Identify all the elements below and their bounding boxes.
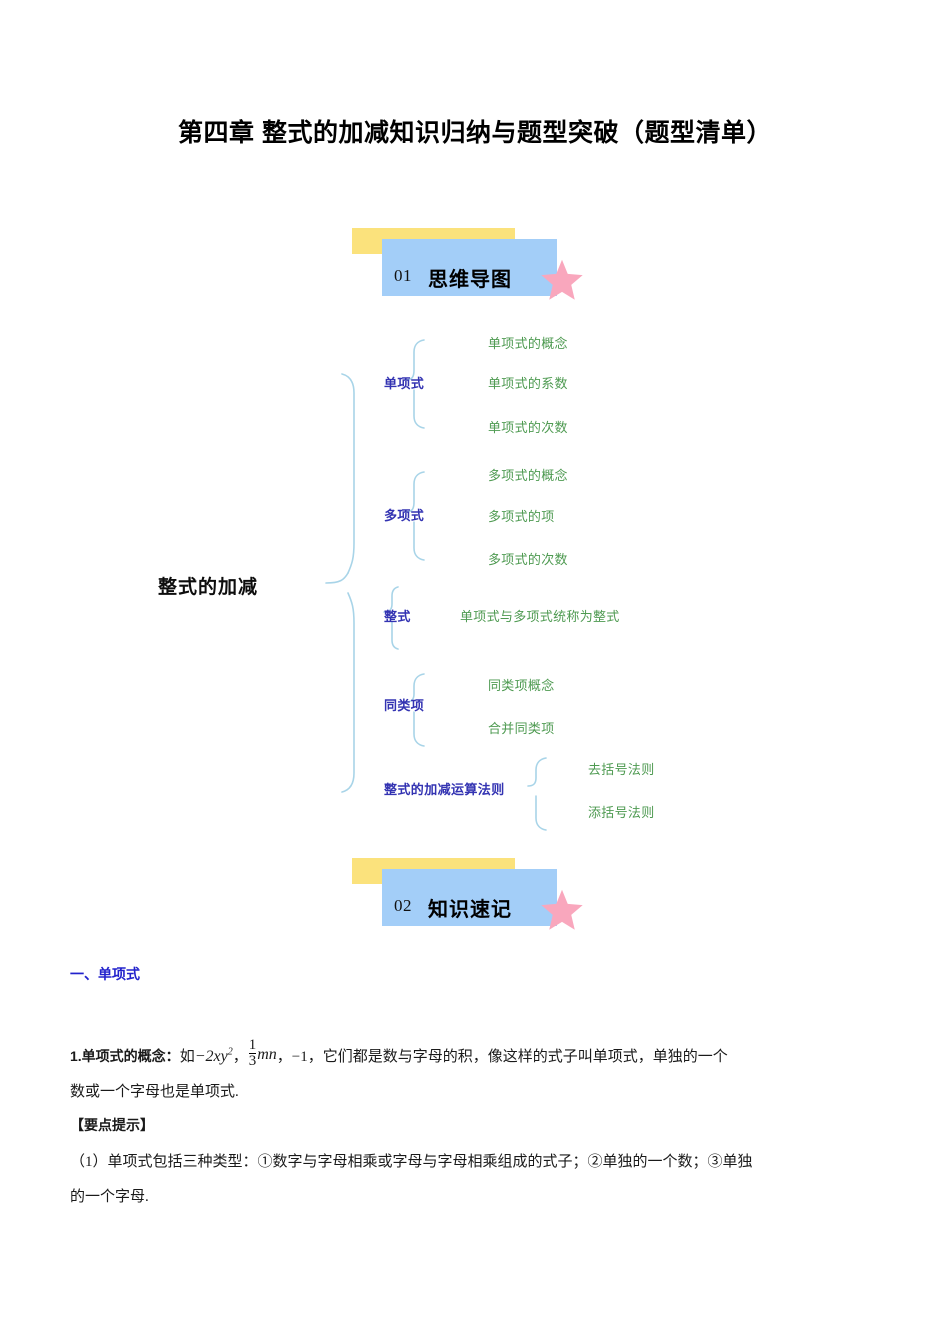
banner-blue-band <box>382 239 557 296</box>
fraction-numerator: 1 <box>248 1037 257 1053</box>
mindmap-leaf: 多项式的概念 <box>488 468 568 483</box>
section-banner-02: 02 知识速记 <box>340 858 590 938</box>
mindmap-leaf: 添括号法则 <box>588 805 655 820</box>
mindmap-leaf: 单项式的系数 <box>488 376 568 391</box>
mindmap-leaf: 同类项概念 <box>488 678 555 693</box>
tip-line-2: 的一个字母. <box>70 1189 149 1205</box>
section-heading-danxiangshi: 一、单项式 <box>70 966 140 982</box>
banner-number: 02 <box>394 896 412 915</box>
tip-header: 【要点提示】 <box>70 1117 154 1133</box>
banner-label: 知识速记 <box>428 899 512 921</box>
section-banner-01: 01 思维导图 <box>340 228 590 308</box>
formula-monomial-1: −2xy2 <box>194 1046 233 1065</box>
mindmap-branch-5: 整式的加减运算法则 <box>384 782 505 797</box>
mindmap-leaf: 单项式的次数 <box>488 420 568 435</box>
mindmap-branch-2: 多项式 <box>384 508 425 523</box>
mindmap-connectors <box>325 339 547 831</box>
mindmap-branch-3: 整式 <box>384 609 411 624</box>
mindmap-leaf: 单项式与多项式统称为整式 <box>460 609 620 624</box>
mindmap-leaf: 合并同类项 <box>488 721 555 736</box>
mindmap-leaf: 多项式的项 <box>488 509 555 524</box>
formula-separator: ， <box>276 1049 292 1065</box>
star-icon <box>540 888 584 932</box>
mindmap-root: 整式的加减 <box>158 577 259 598</box>
mindmap-diagram: 整式的加减 单项式 单项式的概念 单项式的系数 单项式的次数 多项式 多项式的概… <box>140 318 860 848</box>
concept-lead: 如 <box>179 1049 195 1065</box>
mindmap-leaf: 多项式的次数 <box>488 552 568 567</box>
page-title: 第四章 整式的加减知识归纳与题型突破（题型清单） <box>178 119 772 147</box>
concept-label: 1.单项式的概念： <box>70 1048 180 1064</box>
formula-monomial-3: −1 <box>291 1049 308 1065</box>
banner-number: 01 <box>394 266 412 285</box>
banner-label: 思维导图 <box>428 269 512 291</box>
concept-text-a: ，它们都是数与字母的积，像这样的式子叫单项式，单独的一个 <box>307 1049 728 1065</box>
mindmap-leaf: 单项式的概念 <box>488 336 568 351</box>
fraction-variable: mn <box>257 1046 277 1063</box>
formula-separator: ， <box>232 1049 248 1065</box>
mindmap-leaf: 去括号法则 <box>588 762 655 777</box>
star-icon <box>540 258 584 302</box>
tip-line-1: （1）单项式包括三种类型：①数字与字母相乘或字母与字母相乘组成的式子；②单独的一… <box>70 1154 753 1170</box>
concept-line-2: 数或一个字母也是单项式. <box>70 1084 239 1100</box>
mindmap-branch-4: 同类项 <box>384 698 425 713</box>
banner-blue-band <box>382 869 557 926</box>
fraction-denominator: 3 <box>248 1053 257 1070</box>
mindmap-branch-1: 单项式 <box>384 376 425 391</box>
